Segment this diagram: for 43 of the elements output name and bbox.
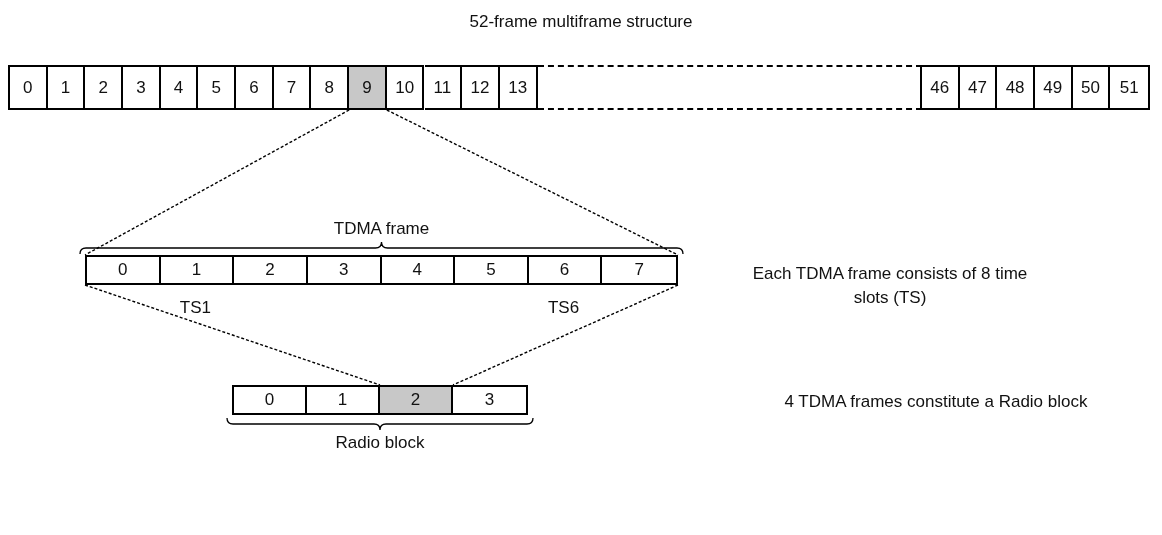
frame-cell: 0 — [87, 255, 161, 285]
note-text: 4 TDMA frames constitute a Radio block — [783, 391, 1089, 413]
slot-label: TS1 — [178, 298, 213, 318]
frame-cell: 0 — [10, 65, 48, 110]
frame-heading: TDMA frame — [332, 219, 431, 239]
highlighted-cell: 9 — [349, 65, 387, 110]
frame-cell: 50 — [1072, 65, 1111, 110]
frame-cell: 6 — [236, 65, 274, 110]
frame-cell: 6 — [528, 255, 603, 285]
frame-cell: 7 — [602, 255, 676, 285]
frame-cell: 7 — [273, 65, 312, 110]
frame-cell: 5 — [455, 255, 529, 285]
frame-cell: 3 — [123, 65, 161, 110]
frame-cell: 12 — [462, 65, 500, 110]
frame-cell: 2 — [234, 255, 308, 285]
frame-heading: Radio block — [334, 433, 426, 453]
multiframe-bar — [8, 65, 1150, 110]
frame-cell: 0 — [234, 385, 307, 415]
note-text: Each TDMA frame consists of 8 time slots (TS) — [751, 263, 1029, 309]
frame-cell: 1 — [160, 255, 235, 285]
zoom-line — [84, 284, 381, 386]
frame-cell: 4 — [160, 65, 199, 110]
zoom-line — [386, 109, 679, 256]
frame-cell: 46 — [921, 65, 960, 110]
dashed-gap-box — [537, 65, 922, 110]
frame-cell: 3 — [307, 255, 382, 285]
highlighted-cell: 2 — [380, 385, 453, 415]
frame-cell: 51 — [1110, 65, 1148, 110]
frame-cell: 3 — [453, 385, 526, 415]
frame-cell: 5 — [198, 65, 237, 110]
frame-cell: 10 — [386, 65, 425, 110]
frame-cell: 48 — [997, 65, 1035, 110]
frame-cell: 13 — [499, 65, 538, 110]
frame-cell: 4 — [381, 255, 456, 285]
zoom-line — [84, 109, 350, 256]
frame-cell: 49 — [1034, 65, 1073, 110]
frame-cell: 2 — [85, 65, 124, 110]
slot-label: TS6 — [546, 298, 581, 318]
frame-cell: 47 — [959, 65, 998, 110]
zoom-line — [452, 284, 679, 386]
frame-cell: 1 — [47, 65, 86, 110]
frame-cell: 11 — [424, 65, 463, 110]
diagram-title: 52-frame multiframe structure — [468, 12, 694, 32]
